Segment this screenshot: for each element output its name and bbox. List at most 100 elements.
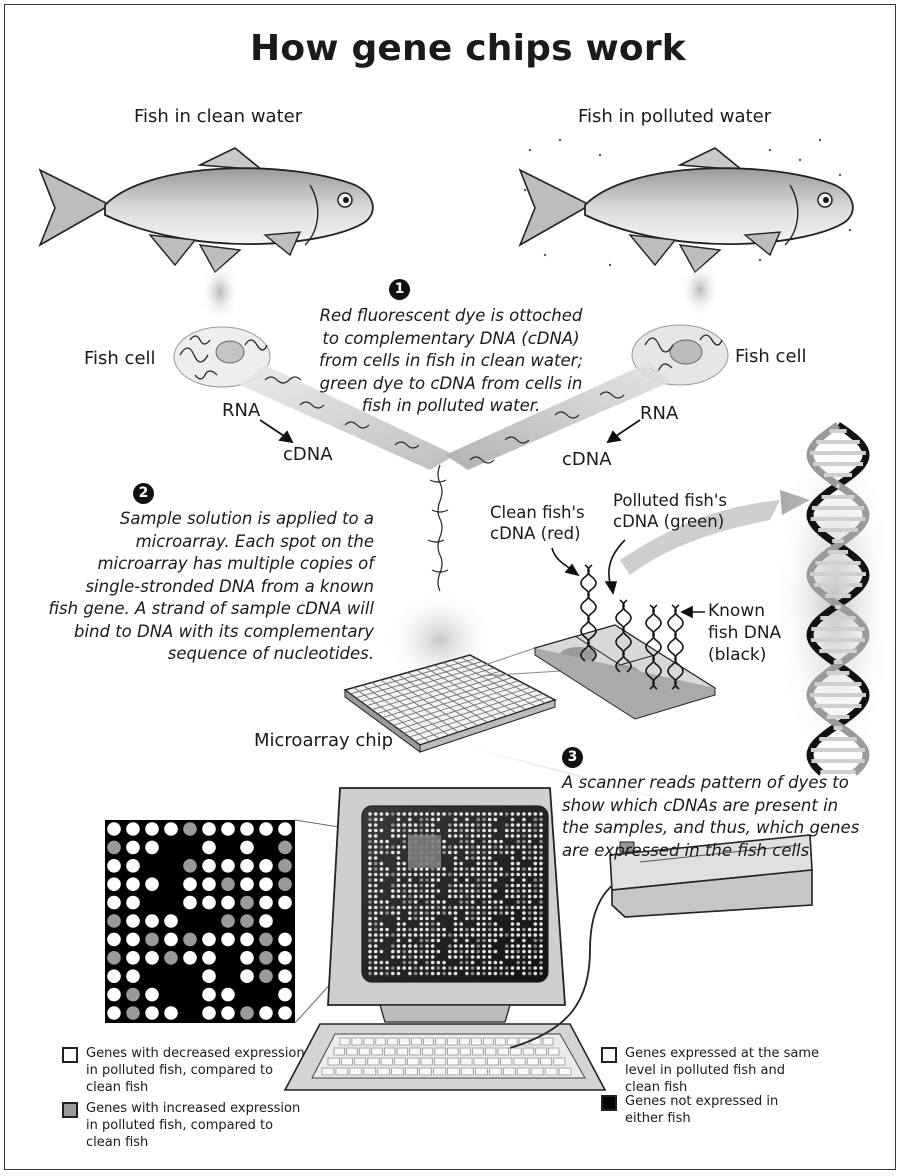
screen-spot [522,867,526,871]
screen-spot [528,961,532,965]
screen-spot [511,818,515,822]
screen-spot [534,851,538,855]
screen-spot [516,895,520,899]
screen-spot [442,867,446,871]
screen-spot [368,840,372,844]
screen-spot [516,812,520,816]
screen-spot [499,851,503,855]
screen-spot [499,933,503,937]
screen-spot [414,900,418,904]
keyboard-key [489,1068,501,1075]
screen-spot [505,944,509,948]
screen-spot [368,928,372,932]
screen-spot [431,895,435,899]
screen-spot [505,884,509,888]
keyboard-key [448,1058,459,1065]
screen-spot [374,829,378,833]
screen-spot [528,834,532,838]
screen-spot [471,944,475,948]
microarray-spot [278,933,292,947]
screen-spot [437,950,441,954]
screen-spot [465,917,469,921]
screen-spot [408,933,412,937]
microarray-spot [126,841,140,855]
microarray-spot [164,896,178,910]
microarray-spot [107,988,121,1002]
screen-spot [431,829,435,833]
screen-spot [402,873,406,877]
screen-spot [505,873,509,877]
microarray-spot [202,859,216,873]
keyboard-key [394,1058,405,1065]
screen-spot [385,840,389,844]
screen-spot [397,856,401,860]
screen-spot [368,939,372,943]
microarray-spot [221,914,235,928]
screen-spot [448,834,452,838]
screen-spot [448,972,452,976]
screen-spot [374,818,378,822]
screen-spot [505,851,509,855]
screen-spot [505,911,509,915]
screen-spot [402,933,406,937]
screen-spot [420,939,424,943]
screen-spot [534,950,538,954]
screen-spot [488,840,492,844]
screen-spot [368,845,372,849]
screen-spot [539,972,543,976]
screen-spot [414,955,418,959]
keyboard-key [474,1058,485,1065]
screen-spot [425,966,429,970]
screen-spot [539,944,543,948]
microarray-spot [221,896,235,910]
screen-spot [431,884,435,888]
screen-spot [459,955,463,959]
screen-spot [414,812,418,816]
screen-spot [505,933,509,937]
screen-spot [380,812,384,816]
screen-spot [442,851,446,855]
screen-spot [465,900,469,904]
screen-spot [516,950,520,954]
screen-spot [374,928,378,932]
screen-spot [397,911,401,915]
keyboard-key [352,1038,362,1045]
legend-line: Genes with increased expression [86,1100,300,1117]
screen-spot [488,933,492,937]
screen-spot [402,950,406,954]
screen-spot [454,911,458,915]
screen-spot [431,878,435,882]
screen-spot [454,895,458,899]
screen-spot [374,862,378,866]
screen-spot [539,840,543,844]
screen-spot [511,867,515,871]
microarray-spot [259,1006,273,1020]
step3-text: A scanner reads pattern of dyes to show … [562,772,859,862]
known-dna-line: Known [708,600,781,622]
microarray-spot [221,822,235,836]
screen-spot [477,834,481,838]
step1-line: from cells in fish in clean water; [316,350,586,373]
screen-spot [431,823,435,827]
microarray-spot [240,914,254,928]
screen-spot [534,823,538,827]
screen-spot [488,928,492,932]
screen-spot [391,889,395,893]
screen-spot [425,818,429,822]
keyboard-key [388,1038,398,1045]
screen-spot [402,889,406,893]
keyboard-key [384,1048,395,1055]
screen-spot [499,873,503,877]
keyboard-key [543,1038,553,1045]
screen-spot [477,856,481,860]
microarray-spot [240,841,254,855]
screen-spot [385,845,389,849]
keyboard-key [364,1068,376,1075]
screen-spot [488,961,492,965]
step1-line: Red fluorescent dye is ottoched [316,305,586,328]
screen-spot [454,851,458,855]
screen-spot [459,845,463,849]
screen-spot [488,955,492,959]
screen-spot [402,840,406,844]
screen-spot [408,917,412,921]
